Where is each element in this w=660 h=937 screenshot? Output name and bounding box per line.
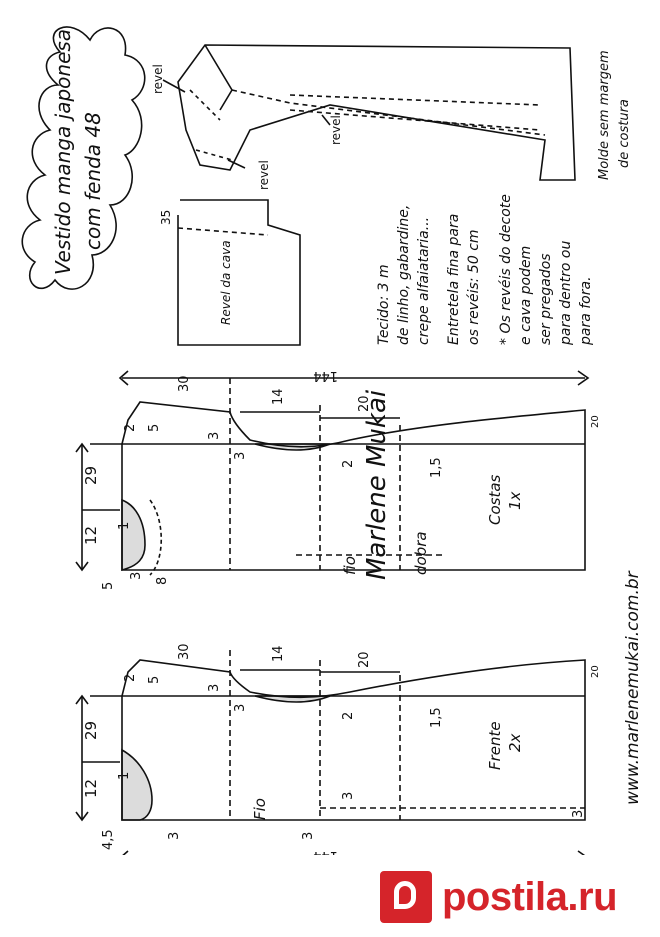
front-neck-drop: 5	[147, 676, 162, 684]
back-hem-out: 20	[590, 415, 601, 428]
sketch-note-1: Molde sem margem	[597, 50, 612, 180]
front-label: Frente	[486, 721, 504, 770]
watermark-logo[interactable]: postila.ru	[380, 868, 650, 926]
front-neck-depth: 2	[123, 674, 138, 682]
back-count: 1x	[506, 491, 524, 510]
back-pattern	[75, 370, 590, 576]
back-shoulder: 30	[177, 375, 192, 392]
fabric-line2: de linho, gabardine,	[396, 205, 412, 345]
watermark-text: postila.ru	[442, 874, 618, 919]
front-center-b: 12	[82, 779, 100, 798]
title-line2: com fenda 48	[81, 112, 105, 250]
front-shoulder: 30	[177, 643, 192, 660]
pin-icon	[380, 871, 432, 923]
back-label: Costas	[486, 474, 504, 525]
armhole-facing	[177, 199, 301, 346]
interfacing-line2: os revéis: 50 cm	[466, 229, 482, 345]
front-slit-b: 3	[341, 792, 356, 800]
tip-line3: ser pregados	[538, 253, 554, 345]
fabric-line1: Tecido: 3 m	[376, 264, 392, 345]
back-inner: 1	[117, 522, 132, 530]
revel-label-1: revel	[151, 64, 165, 94]
back-underarm: 3	[207, 432, 222, 440]
front-hem: 3	[571, 810, 586, 818]
facing-label: Revel da cava	[219, 240, 233, 325]
front-count: 2x	[506, 733, 524, 752]
back-fold: dobra	[412, 531, 430, 575]
interfacing-line1: Entretela fina para	[446, 214, 462, 345]
front-waist: 20	[357, 651, 372, 668]
sketch-note-2: de costura	[617, 99, 632, 168]
back-center-c: 5	[101, 582, 116, 590]
back-side: 1,5	[429, 457, 444, 478]
back-sleeve: 14	[271, 388, 286, 405]
facing-dim: 35	[159, 210, 173, 225]
tip-line4: para dentro ou	[558, 241, 574, 346]
back-center-b: 12	[82, 526, 100, 545]
front-center-d: 3	[167, 832, 182, 840]
front-inner: 1	[117, 772, 132, 780]
tip-line5: para fora.	[578, 276, 594, 346]
back-center-a: 29	[82, 466, 100, 485]
back-neck-drop: 5	[147, 424, 162, 432]
front-underarm-b: 3	[233, 704, 248, 712]
back-curve: 2	[341, 460, 356, 468]
back-length: 144	[313, 368, 338, 383]
front-side: 1,5	[429, 707, 444, 728]
tip-line1: * Os revéis do decote	[498, 194, 514, 345]
title-cloud	[21, 26, 146, 290]
front-hem-out: 20	[590, 665, 601, 678]
front-curve: 2	[341, 712, 356, 720]
front-underarm: 3	[207, 684, 222, 692]
front-slit: 3	[301, 832, 316, 840]
back-neck-depth: 2	[123, 424, 138, 432]
front-center-a: 29	[82, 721, 100, 740]
back-underarm-b: 3	[233, 452, 248, 460]
website: www.marlenemukai.com.br	[623, 570, 643, 805]
back-center-e: 8	[155, 577, 170, 585]
signature: Marlene Mukai	[362, 389, 392, 580]
back-waist: 20	[357, 395, 372, 412]
fabric-line3: crepe alfaiataria...	[416, 217, 432, 345]
revel-label-2: revel	[257, 160, 271, 190]
dress-sketch	[162, 44, 576, 181]
revel-label-3: revel	[329, 115, 343, 145]
back-grain: fio	[341, 556, 359, 575]
front-center-c: 4,5	[101, 829, 116, 850]
front-sleeve: 14	[271, 645, 286, 662]
notes: Tecido: 3 m de linho, gabardine, crepe a…	[376, 194, 594, 346]
tip-line2: e cava podem	[518, 246, 534, 345]
front-grain: Fio	[251, 798, 269, 820]
title-line1: Vestido manga japonesa	[51, 29, 75, 275]
back-center-d: 3	[129, 572, 144, 580]
watermark-bar	[0, 855, 660, 933]
